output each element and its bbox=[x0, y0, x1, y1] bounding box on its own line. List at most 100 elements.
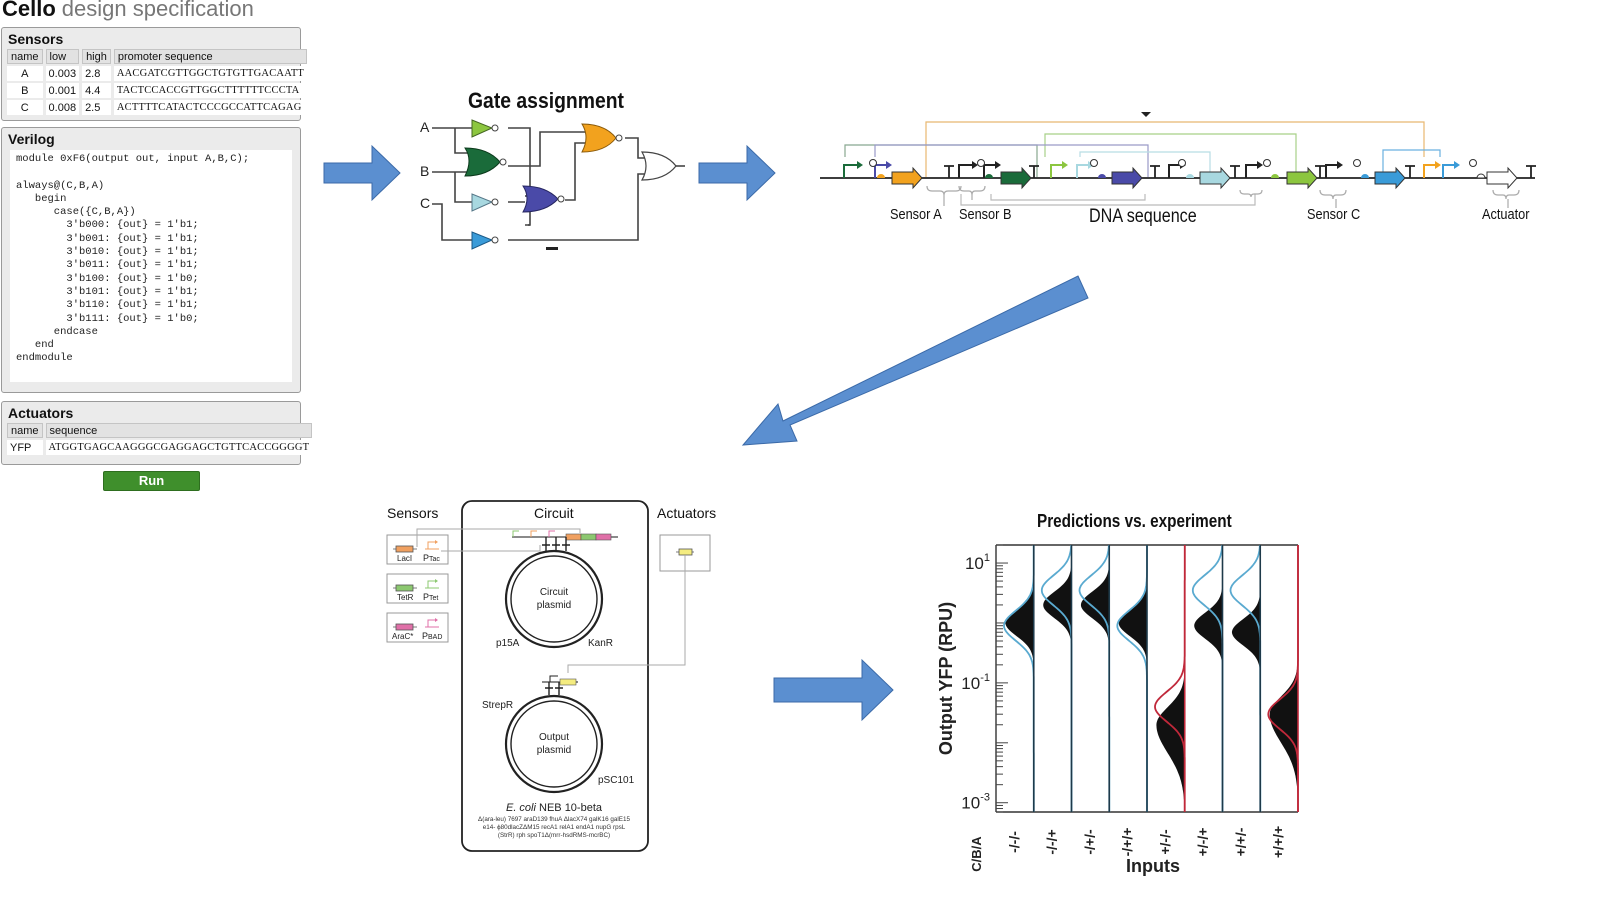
x-tick-label: -/+/- bbox=[1081, 829, 1097, 855]
gene-orange-icon bbox=[891, 166, 923, 190]
label-sensor-a: Sensor A bbox=[890, 206, 942, 223]
not-gate-a-icon bbox=[471, 119, 494, 138]
actuator-name-input[interactable]: YFP bbox=[7, 440, 43, 455]
promoter-p: P bbox=[423, 592, 429, 602]
gene-purple-icon bbox=[1111, 166, 1143, 190]
sensor-protein-arac: AraC* bbox=[392, 632, 413, 641]
sensor-sequence-input[interactable]: TACTCCACCGTTGGCTTTTTTCCCTA bbox=[113, 83, 308, 98]
input-label-a: A bbox=[420, 119, 430, 135]
x-axis-label: Inputs bbox=[1126, 856, 1180, 876]
x-tick-label: -/+/+ bbox=[1119, 828, 1135, 857]
output-resistance-label: StrepR bbox=[482, 700, 513, 711]
prediction-curve-+/-/+ bbox=[1191, 544, 1224, 812]
nor-gate-mid-icon bbox=[522, 185, 559, 213]
histogram--/+/+ bbox=[1118, 545, 1147, 812]
y-tick-label: 10-1 bbox=[961, 672, 990, 693]
gate-assignment-title: Gate assignment bbox=[468, 88, 625, 113]
actuators-table: name sequence YFP ATGGTGAGCAAGGGCGAGGAGC… bbox=[4, 421, 315, 457]
circuit-resistance-label: KanR bbox=[588, 638, 613, 649]
histogram--/-/- bbox=[1005, 545, 1034, 812]
histogram-+/+/- bbox=[1231, 545, 1261, 812]
y-tick-label: 101 bbox=[965, 552, 990, 573]
gene-lightblue-icon bbox=[1199, 166, 1231, 190]
sensors-header-row: name low high promoter sequence bbox=[7, 49, 308, 64]
app-subtitle: design specification bbox=[61, 0, 254, 21]
table-row: C 0.008 2.5 ACTTTTCATACTCCCGCCATTCAGAG bbox=[7, 100, 308, 115]
gene-blue-icon bbox=[1374, 166, 1406, 190]
sensor-high-input[interactable]: 2.8 bbox=[82, 66, 111, 81]
table-row: B 0.001 4.4 TACTCCACCGTTGGCTTTTTTCCCTA bbox=[7, 83, 308, 98]
nor-gate-ab-icon bbox=[464, 147, 501, 177]
actuators-header-row: name sequence bbox=[7, 423, 313, 438]
actuators-panel: Actuators name sequence YFP ATGGTGAGCAAG… bbox=[1, 401, 313, 465]
sensor-high-input[interactable]: 4.4 bbox=[82, 83, 111, 98]
sensor-name-input[interactable]: A bbox=[7, 66, 43, 81]
promoter-sub: Tac bbox=[429, 556, 440, 563]
verilog-panel-title: Verilog bbox=[8, 131, 55, 147]
x-axis-variable-label: C/B/A bbox=[969, 836, 984, 872]
sensor-low-input[interactable]: 0.001 bbox=[45, 83, 80, 98]
svg-text:PTac: PTac bbox=[423, 553, 440, 563]
label-dna-sequence: DNA sequence bbox=[1089, 206, 1197, 227]
sensor-sequence-input[interactable]: ACTTTTCATACTCCCGCCATTCAGAG bbox=[113, 100, 308, 115]
genotype-line-3: (StrR) rph spoT1Δ(mrr-hsdRMS-mcrBC) bbox=[498, 832, 610, 839]
actuator-sequence-input[interactable]: ATGGTGAGCAAGGGCGAGGAGCTGTTCACCGGGGT bbox=[45, 440, 313, 455]
sensors-table: name low high promoter sequence A 0.003 … bbox=[4, 47, 310, 117]
plasmid-circuit-title: Circuit bbox=[534, 505, 574, 521]
sensor-low-input[interactable]: 0.003 bbox=[45, 66, 80, 81]
not-gate-c-icon bbox=[471, 231, 494, 250]
sensors-panel: Sensors name low high promoter sequence … bbox=[1, 27, 308, 121]
y-tick-label: 10-3 bbox=[961, 792, 990, 813]
col-name: name bbox=[7, 423, 43, 438]
promoter-sub: BAD bbox=[428, 634, 442, 641]
sensor-protein-tetr: TetR bbox=[397, 593, 414, 602]
app-name: Cello bbox=[2, 0, 56, 21]
histogram-+/-/- bbox=[1156, 545, 1185, 812]
run-button[interactable]: Run bbox=[103, 471, 200, 491]
gene-darkgreen-icon bbox=[1000, 166, 1032, 190]
x-tick-label: +/-/- bbox=[1157, 829, 1173, 855]
svg-text:PBAD: PBAD bbox=[422, 631, 442, 641]
label-actuator: Actuator bbox=[1482, 206, 1530, 223]
x-tick-label: +/+/+ bbox=[1270, 826, 1286, 858]
arrow-right-icon bbox=[323, 144, 401, 202]
col-sequence: sequence bbox=[45, 423, 313, 438]
sensor-protein-laci: LacI bbox=[397, 554, 412, 563]
actuators-panel-title: Actuators bbox=[8, 405, 74, 421]
plasmid-actuators-title: Actuators bbox=[657, 505, 717, 521]
predictions-chart: 10110-110-3-/-/--/-/+-/+/--/+/++/-/-+/-/… bbox=[936, 544, 1299, 876]
verilog-panel: Verilog module 0xF6(output out, input A,… bbox=[1, 127, 301, 393]
gene-actuator-icon bbox=[1486, 166, 1518, 190]
circuit-plasmid-label: Circuit bbox=[540, 587, 569, 598]
prediction-curve-+/+/- bbox=[1229, 544, 1262, 812]
col-promoter-sequence: promoter sequence bbox=[113, 49, 308, 64]
prediction-curve--/-/- bbox=[1003, 545, 1035, 812]
promoter-p: P bbox=[422, 631, 428, 641]
sensor-name-input[interactable]: B bbox=[7, 83, 43, 98]
input-label-b: B bbox=[420, 163, 429, 179]
circuit-plasmid-icon bbox=[504, 549, 604, 649]
sensor-low-input[interactable]: 0.008 bbox=[45, 100, 80, 115]
sensor-high-input[interactable]: 2.5 bbox=[82, 100, 111, 115]
verilog-code-editor[interactable]: module 0xF6(output out, input A,B,C); al… bbox=[10, 150, 292, 382]
x-tick-label: -/-/- bbox=[1006, 831, 1022, 853]
plasmid-sensors-title: Sensors bbox=[387, 505, 439, 521]
arrow-right-icon bbox=[698, 144, 776, 202]
arrow-right-icon bbox=[773, 658, 894, 722]
arrow-diagonal-icon bbox=[741, 275, 1089, 446]
table-row: A 0.003 2.8 AACGATCGTTGGCTGTGTTGACAATT bbox=[7, 66, 308, 81]
not-gate-b-icon bbox=[471, 193, 494, 212]
circuit-origin-label: p15A bbox=[496, 638, 520, 649]
input-label-c: C bbox=[420, 195, 430, 211]
genotype-line-2: e14- ϕ80dlacZΔM15 recA1 relA1 endA1 nupG… bbox=[483, 824, 626, 831]
nor-gate-top-icon bbox=[581, 123, 617, 153]
output-plasmid-icon bbox=[504, 694, 604, 794]
histogram-+/-/+ bbox=[1194, 545, 1223, 812]
sensor-name-input[interactable]: C bbox=[7, 100, 43, 115]
chart-title: Predictions vs. experiment bbox=[1037, 511, 1232, 531]
sensor-sequence-input[interactable]: AACGATCGTTGGCTGTGTTGACAATT bbox=[113, 66, 308, 81]
or-gate-out-icon bbox=[640, 151, 677, 181]
gate-circuit-diagram: A B C bbox=[420, 119, 685, 250]
x-tick-label: +/+/- bbox=[1232, 827, 1248, 856]
genotype-line-1: Δ(ara-leu) 7697 araD139 fhuA ΔlacX74 gal… bbox=[478, 816, 630, 823]
